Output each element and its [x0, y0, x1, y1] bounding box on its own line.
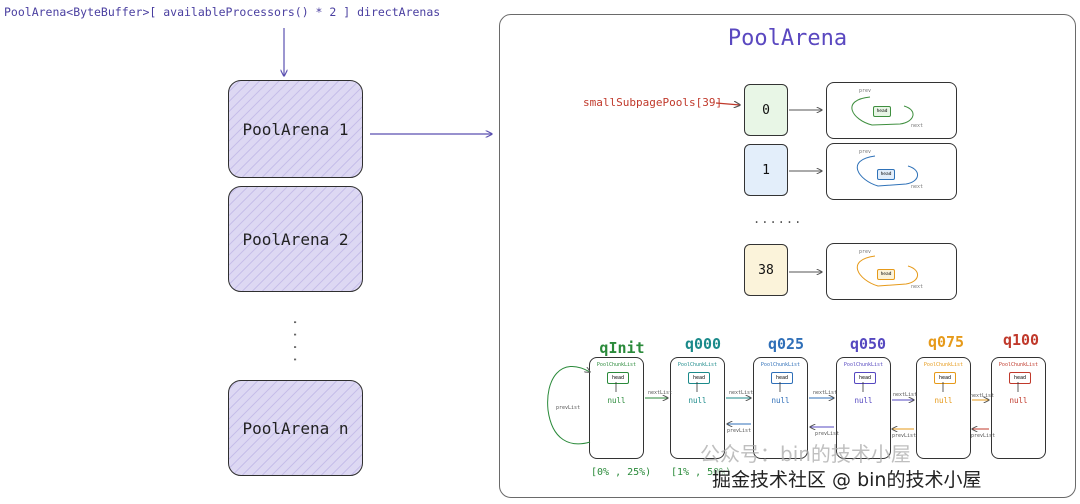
subpage-ring-1: prev head next — [826, 143, 957, 200]
arena-box-1: PoolArena 1 — [228, 80, 363, 178]
nextlist-label: nextList — [970, 393, 995, 399]
chunklist-q025: PoolChunkList head null — [753, 357, 808, 459]
watermark-bottom: 掘金技术社区 @ bin的技术小屋 — [712, 469, 982, 491]
arena-label: PoolArena 2 — [242, 229, 349, 249]
slot-index: 38 — [758, 262, 774, 278]
chunklist-label-q000: q000 — [684, 335, 722, 353]
prev-label: prev — [859, 249, 872, 255]
nextlist-label: nextList — [813, 390, 838, 396]
chunklist-title: PoolChunkList — [677, 362, 718, 368]
prev-label: prev — [859, 88, 872, 94]
directarenas-label: PoolArena<ByteBuffer>[ availableProcesso… — [4, 5, 441, 19]
nextlist-label: nextList — [729, 390, 754, 396]
chunklist-label-qinit: qInit — [599, 339, 645, 357]
chunklist-head: head — [854, 372, 876, 384]
chunklist-q075: PoolChunkList head null — [916, 357, 971, 459]
poolarena-panel — [499, 14, 1076, 498]
chunklist-qinit: PoolChunkList head null — [589, 357, 644, 459]
next-label: next — [911, 284, 924, 290]
arena-box-n: PoolArena n — [228, 380, 363, 476]
subpage-slot-1: 1 — [744, 144, 788, 196]
arena-label: PoolArena 1 — [242, 119, 349, 139]
chunklist-head: head — [1009, 372, 1031, 384]
nextlist-label: nextList — [648, 390, 673, 396]
ring-head: head — [877, 269, 895, 280]
arena-box-2: PoolArena 2 — [228, 186, 363, 292]
arena-label: PoolArena n — [242, 418, 349, 438]
prevlist-label: prevList — [727, 428, 752, 434]
usage-range-qinit: [0% , 25%) — [591, 467, 652, 478]
chunklist-null: null — [1009, 396, 1028, 405]
chunklist-q100: PoolChunkList head null — [991, 357, 1046, 459]
slots-ellipsis: ...... — [753, 212, 803, 226]
chunklist-label-q100: q100 — [1002, 331, 1040, 349]
subpage-ring-0: prev head next — [826, 82, 957, 139]
chunklist-null: null — [607, 396, 626, 405]
chunklist-null: null — [688, 396, 707, 405]
subpage-ring-38: prev head next — [826, 243, 957, 300]
prevlist-label: prevList — [971, 433, 996, 439]
slot-index: 0 — [762, 102, 770, 118]
prev-label: prev — [859, 149, 872, 155]
subpage-slot-0: 0 — [744, 84, 788, 136]
chunklist-null: null — [854, 396, 873, 405]
chunklist-title: PoolChunkList — [998, 362, 1039, 368]
chunklist-q050: PoolChunkList head null — [836, 357, 891, 459]
chunklist-head: head — [771, 372, 793, 384]
chunklist-null: null — [771, 396, 790, 405]
chunklist-label-q075: q075 — [927, 333, 965, 351]
chunklist-head: head — [607, 372, 629, 384]
slot-index: 1 — [762, 162, 770, 178]
chunklist-label-q050: q050 — [849, 335, 887, 353]
chunklist-label-q025: q025 — [767, 335, 805, 353]
prevlist-label: prevList — [892, 433, 917, 439]
chunklist-title: PoolChunkList — [596, 362, 637, 368]
chunklist-q000: PoolChunkList head null — [670, 357, 725, 459]
watermark-top: 公众号：bin的技术小屋 — [700, 442, 911, 466]
chunklist-title: PoolChunkList — [760, 362, 801, 368]
chunklist-title: PoolChunkList — [843, 362, 884, 368]
panel-title: PoolArena — [727, 26, 848, 51]
prevlist-label: prevList — [556, 405, 581, 411]
ring-head: head — [873, 106, 891, 117]
chunklist-head: head — [688, 372, 710, 384]
chunklist-title: PoolChunkList — [923, 362, 964, 368]
chunklist-head: head — [934, 372, 956, 384]
vertical-ellipsis: .... — [290, 318, 306, 368]
chunklist-null: null — [934, 396, 953, 405]
next-label: next — [911, 123, 924, 129]
subpage-slot-38: 38 — [744, 244, 788, 296]
next-label: next — [911, 184, 924, 190]
prevlist-label: prevList — [815, 431, 840, 437]
ring-head: head — [877, 169, 895, 180]
usage-range-q000: [1% , 50%) — [671, 467, 732, 478]
small-subpage-pools-label: smallSubpagePools[39] — [583, 96, 723, 109]
nextlist-label: nextList — [893, 392, 918, 398]
